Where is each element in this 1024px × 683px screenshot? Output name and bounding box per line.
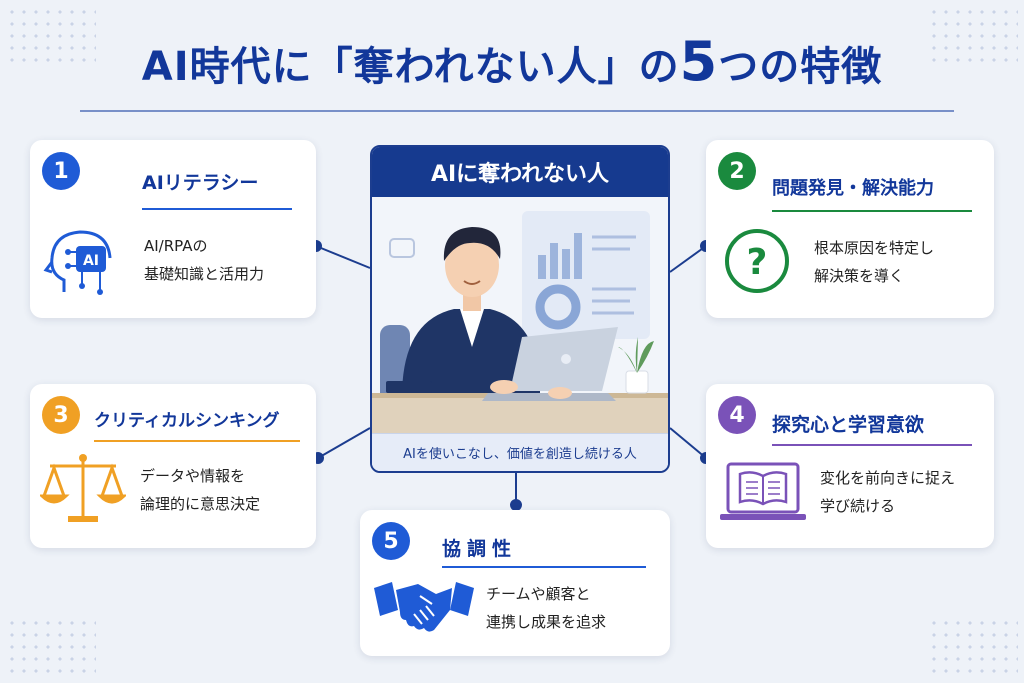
number-badge: 1 bbox=[42, 152, 80, 190]
desc-line: 連携し成果を追求 bbox=[486, 613, 607, 631]
card-description: チームや顧客と 連携し成果を追求 bbox=[486, 580, 606, 636]
desc-line: データや情報を bbox=[140, 467, 246, 485]
feature-card-2: 2 問題発見・解決能力 ? 根本原因を特定し 解決策を導く bbox=[706, 140, 994, 318]
dot-pattern bbox=[6, 6, 96, 66]
ai-icon-text: AI bbox=[83, 253, 99, 269]
card-description: データや情報を 論理的に意思決定 bbox=[140, 462, 260, 518]
title-underline bbox=[80, 110, 954, 112]
handshake-icon bbox=[374, 574, 474, 638]
number-badge: 5 bbox=[372, 522, 410, 560]
card-description: 変化を前向きに捉え 学び続ける bbox=[820, 464, 955, 520]
dot-pattern bbox=[6, 617, 96, 677]
desc-line: 基礎知識と活用力 bbox=[144, 265, 265, 283]
title-part1: AI時代に「奪われない人」の bbox=[141, 44, 680, 90]
feature-card-5: 5 協調性 チームや顧客と 連携し成果を追求 bbox=[360, 510, 670, 656]
center-header: AIに奪われない人 bbox=[372, 147, 668, 197]
card-title-underline bbox=[94, 440, 300, 442]
card-title-underline bbox=[772, 444, 972, 446]
desc-line: チームや顧客と bbox=[486, 585, 591, 603]
desc-line: 論理的に意思決定 bbox=[140, 495, 261, 513]
desc-line: 解決策を導く bbox=[814, 267, 905, 285]
card-title: 協調性 bbox=[442, 538, 518, 560]
number-badge: 3 bbox=[42, 396, 80, 434]
desc-line: 学び続ける bbox=[820, 497, 896, 515]
card-title-underline bbox=[772, 210, 972, 212]
question-mark-text: ? bbox=[747, 242, 768, 283]
feature-card-3: 3 クリティカルシンキング データや情報を 論理的に意思決定 bbox=[30, 384, 316, 548]
number-badge: 2 bbox=[718, 152, 756, 190]
card-title: 探究心と学習意欲 bbox=[772, 414, 925, 436]
laptop-book-icon bbox=[718, 456, 808, 532]
card-title: 問題発見・解決能力 bbox=[772, 178, 934, 199]
desc-line: AI/RPAの bbox=[144, 237, 208, 255]
feature-card-1: 1 AIリテラシー AI AI/RPAの 基礎知識と活用力 bbox=[30, 140, 316, 318]
card-description: AI/RPAの 基礎知識と活用力 bbox=[144, 232, 264, 288]
dot-pattern bbox=[928, 617, 1018, 677]
card-description: 根本原因を特定し 解決策を導く bbox=[814, 234, 934, 290]
card-title-underline bbox=[442, 566, 646, 568]
card-title: クリティカルシンキング bbox=[94, 411, 280, 431]
title-part2: つの特徴 bbox=[718, 44, 883, 90]
page-title: AI時代に「奪われない人」の5つの特徴 bbox=[0, 30, 1024, 93]
card-title: AIリテラシー bbox=[142, 172, 259, 194]
feature-card-4: 4 探究心と学習意欲 変化を前向きに捉え 学び続ける bbox=[706, 384, 994, 548]
question-mark-icon: ? bbox=[722, 226, 792, 296]
title-number: 5 bbox=[679, 30, 719, 93]
number-badge: 4 bbox=[718, 396, 756, 434]
dot-pattern bbox=[928, 6, 1018, 66]
center-panel: AIに奪われない人 bbox=[370, 145, 670, 473]
person-at-laptop-illustration bbox=[372, 197, 668, 437]
ai-head-icon: AI bbox=[42, 222, 122, 302]
desc-line: 変化を前向きに捉え bbox=[820, 469, 956, 487]
balance-scale-icon bbox=[38, 450, 128, 530]
desc-line: 根本原因を特定し bbox=[814, 239, 935, 257]
card-title-underline bbox=[142, 208, 292, 210]
center-caption: AIを使いこなし、価値を創造し続ける人 bbox=[372, 433, 668, 471]
